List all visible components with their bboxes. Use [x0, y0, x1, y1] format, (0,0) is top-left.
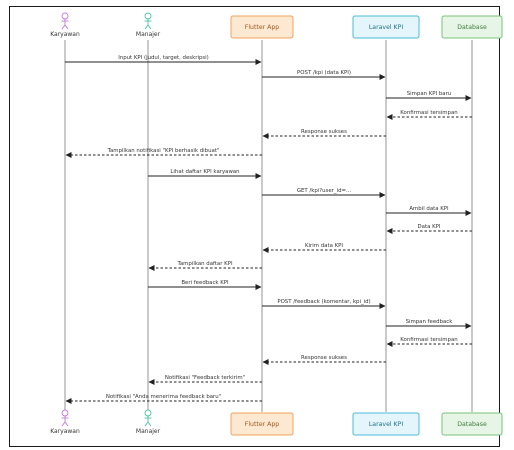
message-label: GET /kpi?user_id=... [297, 188, 352, 194]
participant-database-bottom: Database [441, 412, 503, 436]
actor-manajer-bottom: Manajer [136, 409, 161, 435]
message-10: Data KPI [386, 224, 472, 234]
message-12: Tampilkan daftar KPI [148, 261, 262, 271]
message-8: GET /kpi?user_id=... [262, 188, 386, 198]
message-2: POST /kpi (data KPI) [262, 70, 386, 80]
participant-flutter-top: Flutter App [230, 15, 294, 39]
message-5: Response sukses [262, 129, 386, 139]
participant-box [352, 412, 420, 436]
participant-label-database: Database [457, 24, 487, 31]
participant-flutter-bottom: Flutter App [230, 412, 294, 436]
message-label: Notifikasi "Anda menerima feedback baru" [106, 394, 221, 400]
message-label: Data KPI [418, 224, 441, 230]
message-label: Input KPI (judul, target, deskripsi) [118, 55, 209, 61]
message-14: POST /feedback (komentar, kpi_id) [262, 299, 386, 309]
message-label: Tampilkan notifikasi "KPI berhasik dibua… [107, 148, 220, 154]
participant-box [441, 412, 503, 436]
message-6: Tampilkan notifikasi "KPI berhasik dibua… [65, 148, 262, 158]
participants-bottom: Karyawan Manajer Flutter App Laravel KPI Dat… [50, 409, 503, 436]
message-label: Beri feedback KPI [181, 280, 229, 286]
actor-leg [144, 24, 149, 30]
message-9: Ambil data KPI [386, 206, 472, 216]
actor-head [61, 12, 69, 20]
message-label: Simpan KPI baru [407, 91, 451, 97]
actor-manajer-top: Manajer [136, 12, 161, 38]
actor-karyawan-bottom: Karyawan [50, 409, 80, 435]
diagram-frame [9, 6, 500, 447]
participant-box [441, 15, 503, 39]
message-7: Lihat daftar KPI karyawan [148, 169, 262, 179]
participant-laravel-top: Laravel KPI [352, 15, 420, 39]
message-label: Response sukses [301, 355, 347, 361]
message-label: Lihat daftar KPI karyawan [170, 169, 239, 175]
participants-top: Karyawan Manajer Flutter App Laravel KPI Dat… [50, 12, 503, 39]
message-label: Ambil data KPI [409, 206, 449, 212]
message-15: Simpan feedback [386, 319, 472, 329]
actor-leg [144, 421, 149, 427]
message-label: Kirim data KPI [305, 243, 343, 249]
actor-label-karyawan: Karyawan [50, 31, 80, 38]
messages: Input KPI (judul, target, deskripsi) POST… [65, 55, 472, 404]
message-19: Notifikasi "Anda menerima feedback baru" [65, 394, 262, 404]
participant-label-flutter: Flutter App [245, 24, 280, 31]
participant-label-laravel: Laravel KPI [369, 421, 404, 428]
message-label: POST /feedback (komentar, kpi_id) [277, 299, 370, 305]
participant-laravel-bottom: Laravel KPI [352, 412, 420, 436]
message-13: Beri feedback KPI [148, 280, 262, 290]
actor-leg [147, 24, 152, 30]
message-label: Notifikasi "Feedback terkirim" [165, 375, 245, 381]
participant-label-flutter: Flutter App [245, 421, 280, 428]
actor-label-karyawan: Karyawan [50, 428, 80, 435]
participant-box [230, 15, 294, 39]
message-11: Kirim data KPI [262, 243, 386, 253]
actor-label-manajer: Manajer [136, 31, 161, 38]
actor-head [61, 409, 69, 417]
message-4: Konfirmasi tersimpan [386, 110, 472, 120]
participant-label-laravel: Laravel KPI [369, 24, 404, 31]
participant-box [352, 15, 420, 39]
message-1: Input KPI (judul, target, deskripsi) [65, 55, 262, 65]
actor-label-manajer: Manajer [136, 428, 161, 435]
message-17: Response sukses [262, 355, 386, 365]
actor-leg [64, 421, 69, 427]
lifelines [64, 40, 473, 412]
message-16: Konfirmasi tersimpan [386, 337, 472, 347]
message-label: Konfirmasi tersimpan [400, 110, 457, 116]
actor-leg [64, 24, 69, 30]
participant-database-top: Database [441, 15, 503, 39]
message-18: Notifikasi "Feedback terkirim" [148, 375, 262, 385]
message-label: Konfirmasi tersimpan [400, 337, 457, 343]
actor-leg [61, 24, 66, 30]
message-3: Simpan KPI baru [386, 91, 472, 101]
actor-leg [61, 421, 66, 427]
actor-karyawan-top: Karyawan [50, 12, 80, 38]
message-label: Simpan feedback [406, 319, 454, 325]
message-label: Tampilkan daftar KPI [176, 261, 232, 267]
participant-box [230, 412, 294, 436]
actor-head [144, 409, 152, 417]
message-label: Response sukses [301, 129, 347, 135]
actor-leg [147, 421, 152, 427]
participant-label-database: Database [457, 421, 487, 428]
message-label: POST /kpi (data KPI) [297, 70, 351, 76]
actor-head [144, 12, 152, 20]
